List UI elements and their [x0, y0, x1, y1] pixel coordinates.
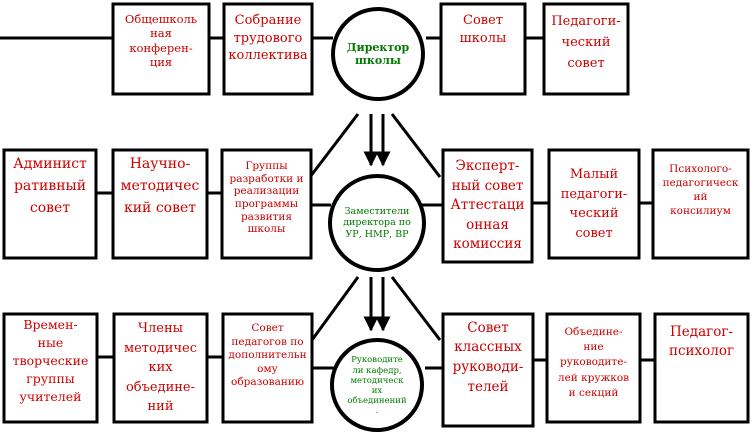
box-border: [222, 2, 314, 96]
box-border: [220, 148, 313, 260]
box-border: [542, 2, 630, 96]
box-border: [2, 148, 98, 260]
director-circle: [331, 7, 425, 101]
box-border: [111, 2, 211, 96]
box-temp-creative-groups: Времен- ные творческие группы учителей: [12, 316, 89, 405]
box-small-ped-council: Малый педагоги- ческий совет: [560, 167, 628, 241]
heads-circle: [330, 338, 424, 432]
box-expert-council: Эксперт- ный совет Аттестаци онная комис…: [450, 158, 525, 253]
box-border: [111, 148, 209, 260]
deputies-circle: [328, 174, 426, 272]
deputies-label: Заместители директора по УР, НМР, ВР: [343, 205, 411, 240]
box-dev-program-groups: Группы разработки и реализации программы…: [229, 160, 304, 236]
box-school-council: Совет школы: [459, 13, 507, 46]
box-class-teachers-council: Совет классных руководи- телей: [452, 319, 524, 395]
connector-line: [390, 276, 442, 341]
box-general-conference: Общешколь ная конферен- ция: [124, 12, 198, 70]
box-clubs-heads-union: Объедине- ние руководите- лей кружков и …: [557, 325, 630, 399]
box-psychologist: Педагог- психолог: [668, 324, 735, 359]
box-border: [545, 312, 642, 424]
box-border: [653, 312, 750, 424]
box-method-union-members: Члены методичес ких объедине- ний: [123, 321, 198, 415]
box-border: [441, 312, 535, 428]
connector-line: [390, 113, 442, 178]
box-border: [651, 148, 750, 260]
box-border: [112, 312, 209, 424]
connector-line: [310, 276, 360, 341]
box-admin-council: Админист ративный совет: [13, 156, 87, 216]
box-add-edu-council: Совет педагогов по дополнительн ому обра…: [228, 321, 307, 389]
box-border: [441, 148, 534, 264]
box-labor-meeting: Собрание трудового коллектива: [228, 13, 308, 64]
connector-line: [308, 113, 360, 178]
box-pedagogical-council: Педагоги- ческий совет: [551, 14, 621, 71]
heads-label: Руководите ли кафедр, методическ их объе…: [347, 355, 407, 417]
box-border: [2, 312, 99, 424]
box-border: [547, 148, 641, 260]
director-label: Директор школы: [346, 40, 410, 67]
box-border: [439, 2, 527, 96]
box-methodical-council: Научно- методичес кий совет: [120, 156, 200, 216]
box-psych-consilium: Психолого- педагогическ ий консилиум: [662, 162, 739, 218]
box-border: [221, 312, 314, 424]
